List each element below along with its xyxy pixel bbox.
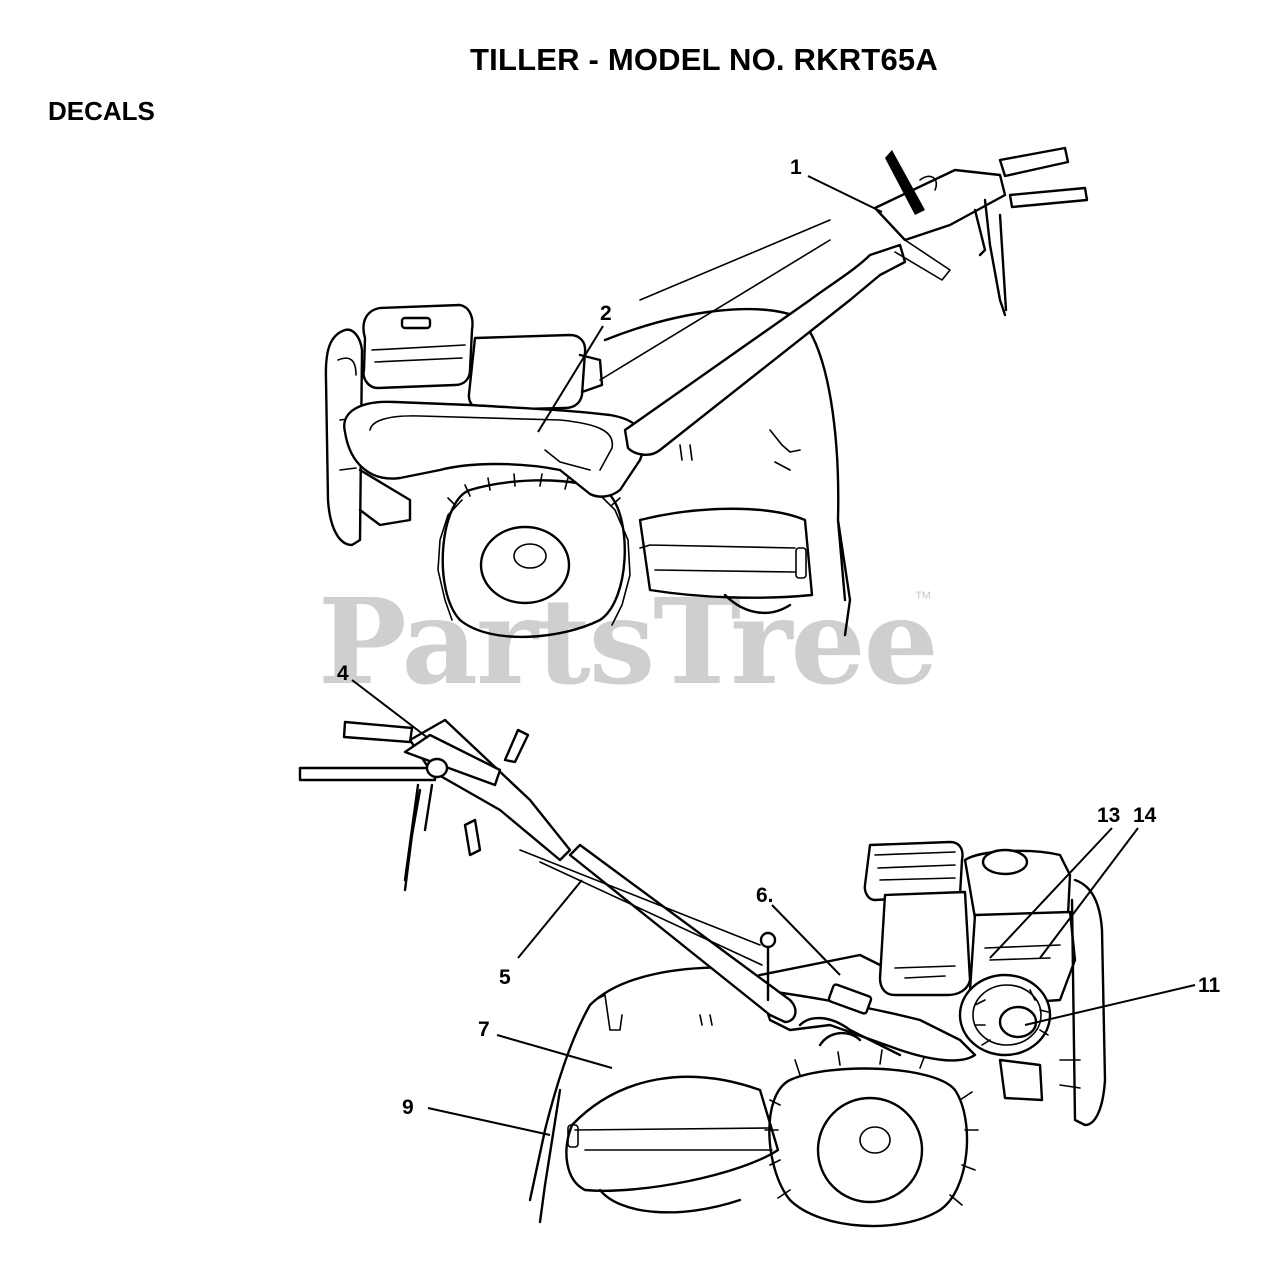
callout-14: 14 (1133, 804, 1157, 827)
watermark-logo: PartsTree (318, 572, 939, 711)
tine-shield-bottom (528, 966, 762, 1224)
tiller-top-view (324, 146, 1089, 639)
belt-cover-bottom (758, 988, 977, 1062)
callout-5: 5 (499, 966, 511, 989)
belt-cover-top (343, 400, 645, 498)
tiller-bottom-view (298, 718, 1107, 1228)
callout-leaders (351, 175, 1196, 1136)
handlebar-bottom (298, 718, 797, 1024)
front-bumper-bottom (1070, 878, 1107, 1127)
engine-bottom (863, 840, 1077, 1057)
section-heading: DECALS (48, 96, 155, 126)
page-title: TILLER - MODEL NO. RKRT65A (470, 42, 938, 77)
front-bumper-top (324, 328, 364, 547)
wheel-bottom (764, 1049, 979, 1228)
watermark-trademark: ™ (914, 588, 932, 608)
callout-1: 1 (790, 156, 802, 179)
tine-shield-side-bottom (565, 1075, 780, 1192)
handlebar-top (599, 146, 1089, 456)
tine-shield-side-top (638, 507, 814, 599)
callout-11: 11 (1198, 974, 1221, 997)
engine-top (362, 303, 604, 412)
callout-6: 6. (756, 884, 774, 907)
callout-2: 2 (600, 302, 612, 325)
callout-9: 9 (402, 1096, 414, 1119)
wheel-top (437, 473, 631, 639)
callout-13: 13 (1097, 804, 1121, 827)
callout-4: 4 (337, 662, 349, 685)
callout-7: 7 (478, 1018, 490, 1041)
